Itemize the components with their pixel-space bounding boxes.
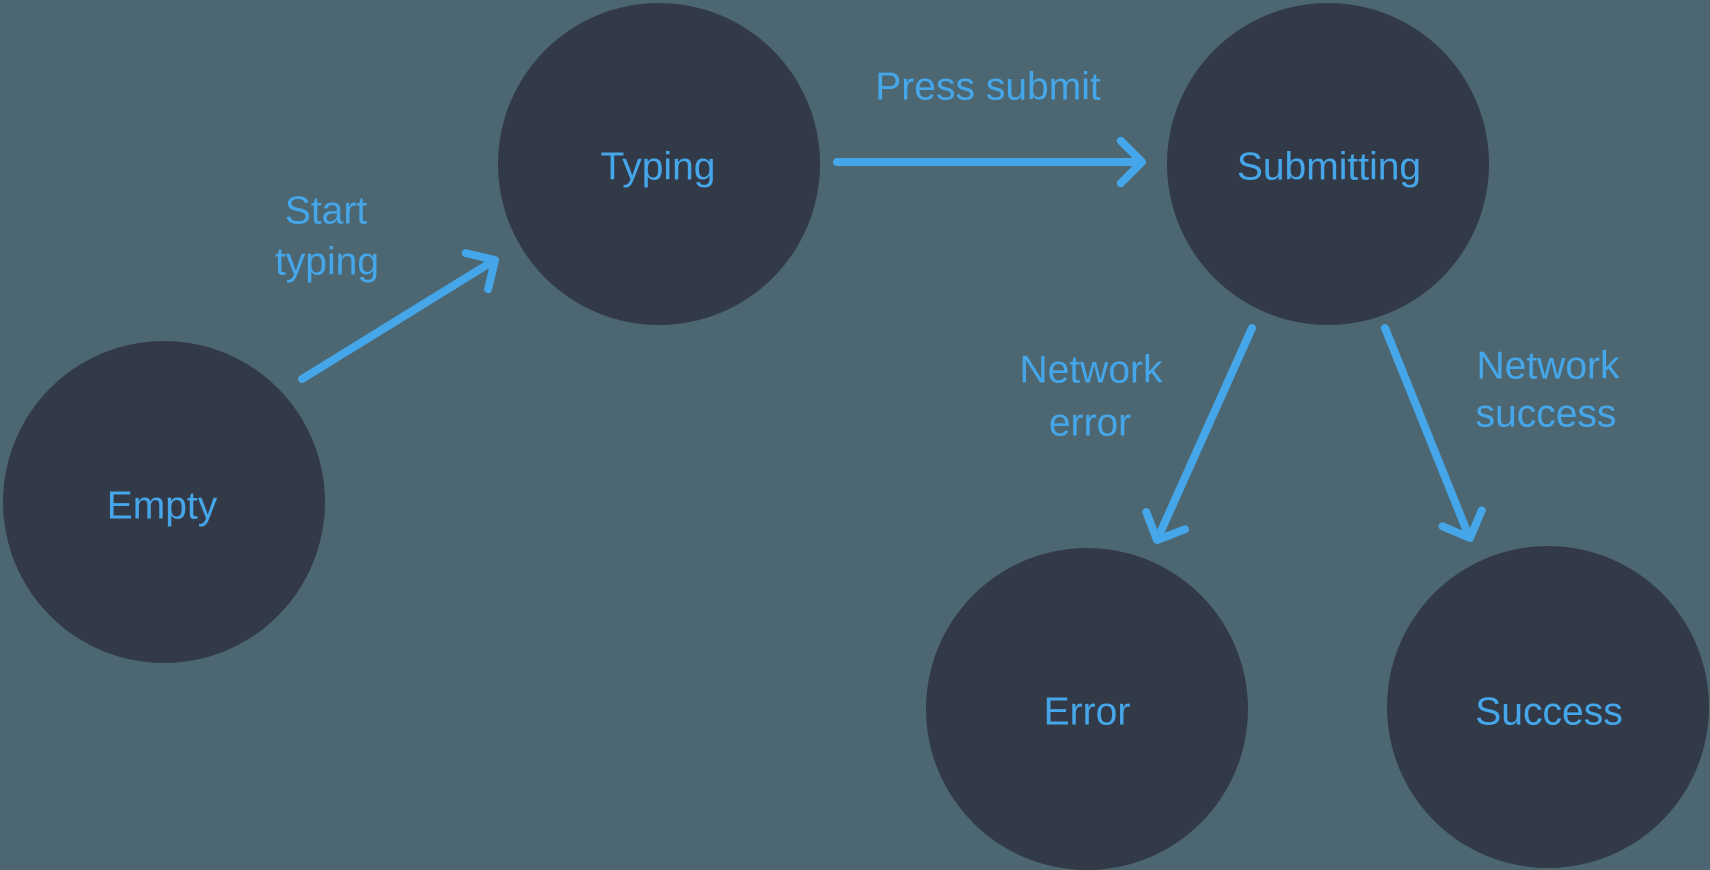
- state-label-submitting: Submitting: [1237, 146, 1421, 189]
- arrowhead-icon: [1116, 136, 1146, 188]
- state-success: Success: [1387, 546, 1709, 868]
- state-submitting: Submitting: [1167, 3, 1489, 325]
- state-circle-submitting: [1167, 3, 1489, 325]
- state-label-success: Success: [1475, 691, 1622, 734]
- transition-network-error: Network error: [1019, 324, 1256, 544]
- transition-label-press-submit: Press submit: [875, 66, 1101, 109]
- state-typing: Typing: [498, 3, 820, 325]
- transition-label-network-error-line1: Network: [1019, 349, 1163, 392]
- transition-label-network-error-line2: error: [1049, 402, 1131, 445]
- transition-start-typing: Start typing: [275, 190, 499, 383]
- arrowhead-icon: [461, 249, 499, 294]
- transition-label-network-success-line2: success: [1476, 393, 1617, 436]
- arrow-line-start-typing: [298, 259, 494, 383]
- transition-network-success: Network success: [1381, 324, 1620, 542]
- state-label-typing: Typing: [601, 146, 716, 189]
- state-circle-error: [926, 548, 1248, 870]
- state-circle-typing: [498, 3, 820, 325]
- transition-label-start-typing-line2: typing: [275, 241, 379, 284]
- state-circle-success: [1387, 546, 1709, 868]
- state-empty: Empty: [3, 341, 325, 663]
- arrow-line-network-error: [1157, 324, 1256, 535]
- transition-label-network-success-line1: Network: [1476, 345, 1620, 388]
- transition-label-start-typing-line1: Start: [285, 190, 368, 233]
- arrowhead-icon: [1142, 508, 1189, 544]
- arrow-line-network-success: [1381, 324, 1470, 533]
- state-label-error: Error: [1044, 691, 1131, 734]
- arrowhead-icon: [1438, 506, 1486, 542]
- state-circle-empty: [3, 341, 325, 663]
- state-error: Error: [926, 548, 1248, 870]
- transition-press-submit: Press submit: [833, 66, 1146, 188]
- state-label-empty: Empty: [107, 485, 218, 528]
